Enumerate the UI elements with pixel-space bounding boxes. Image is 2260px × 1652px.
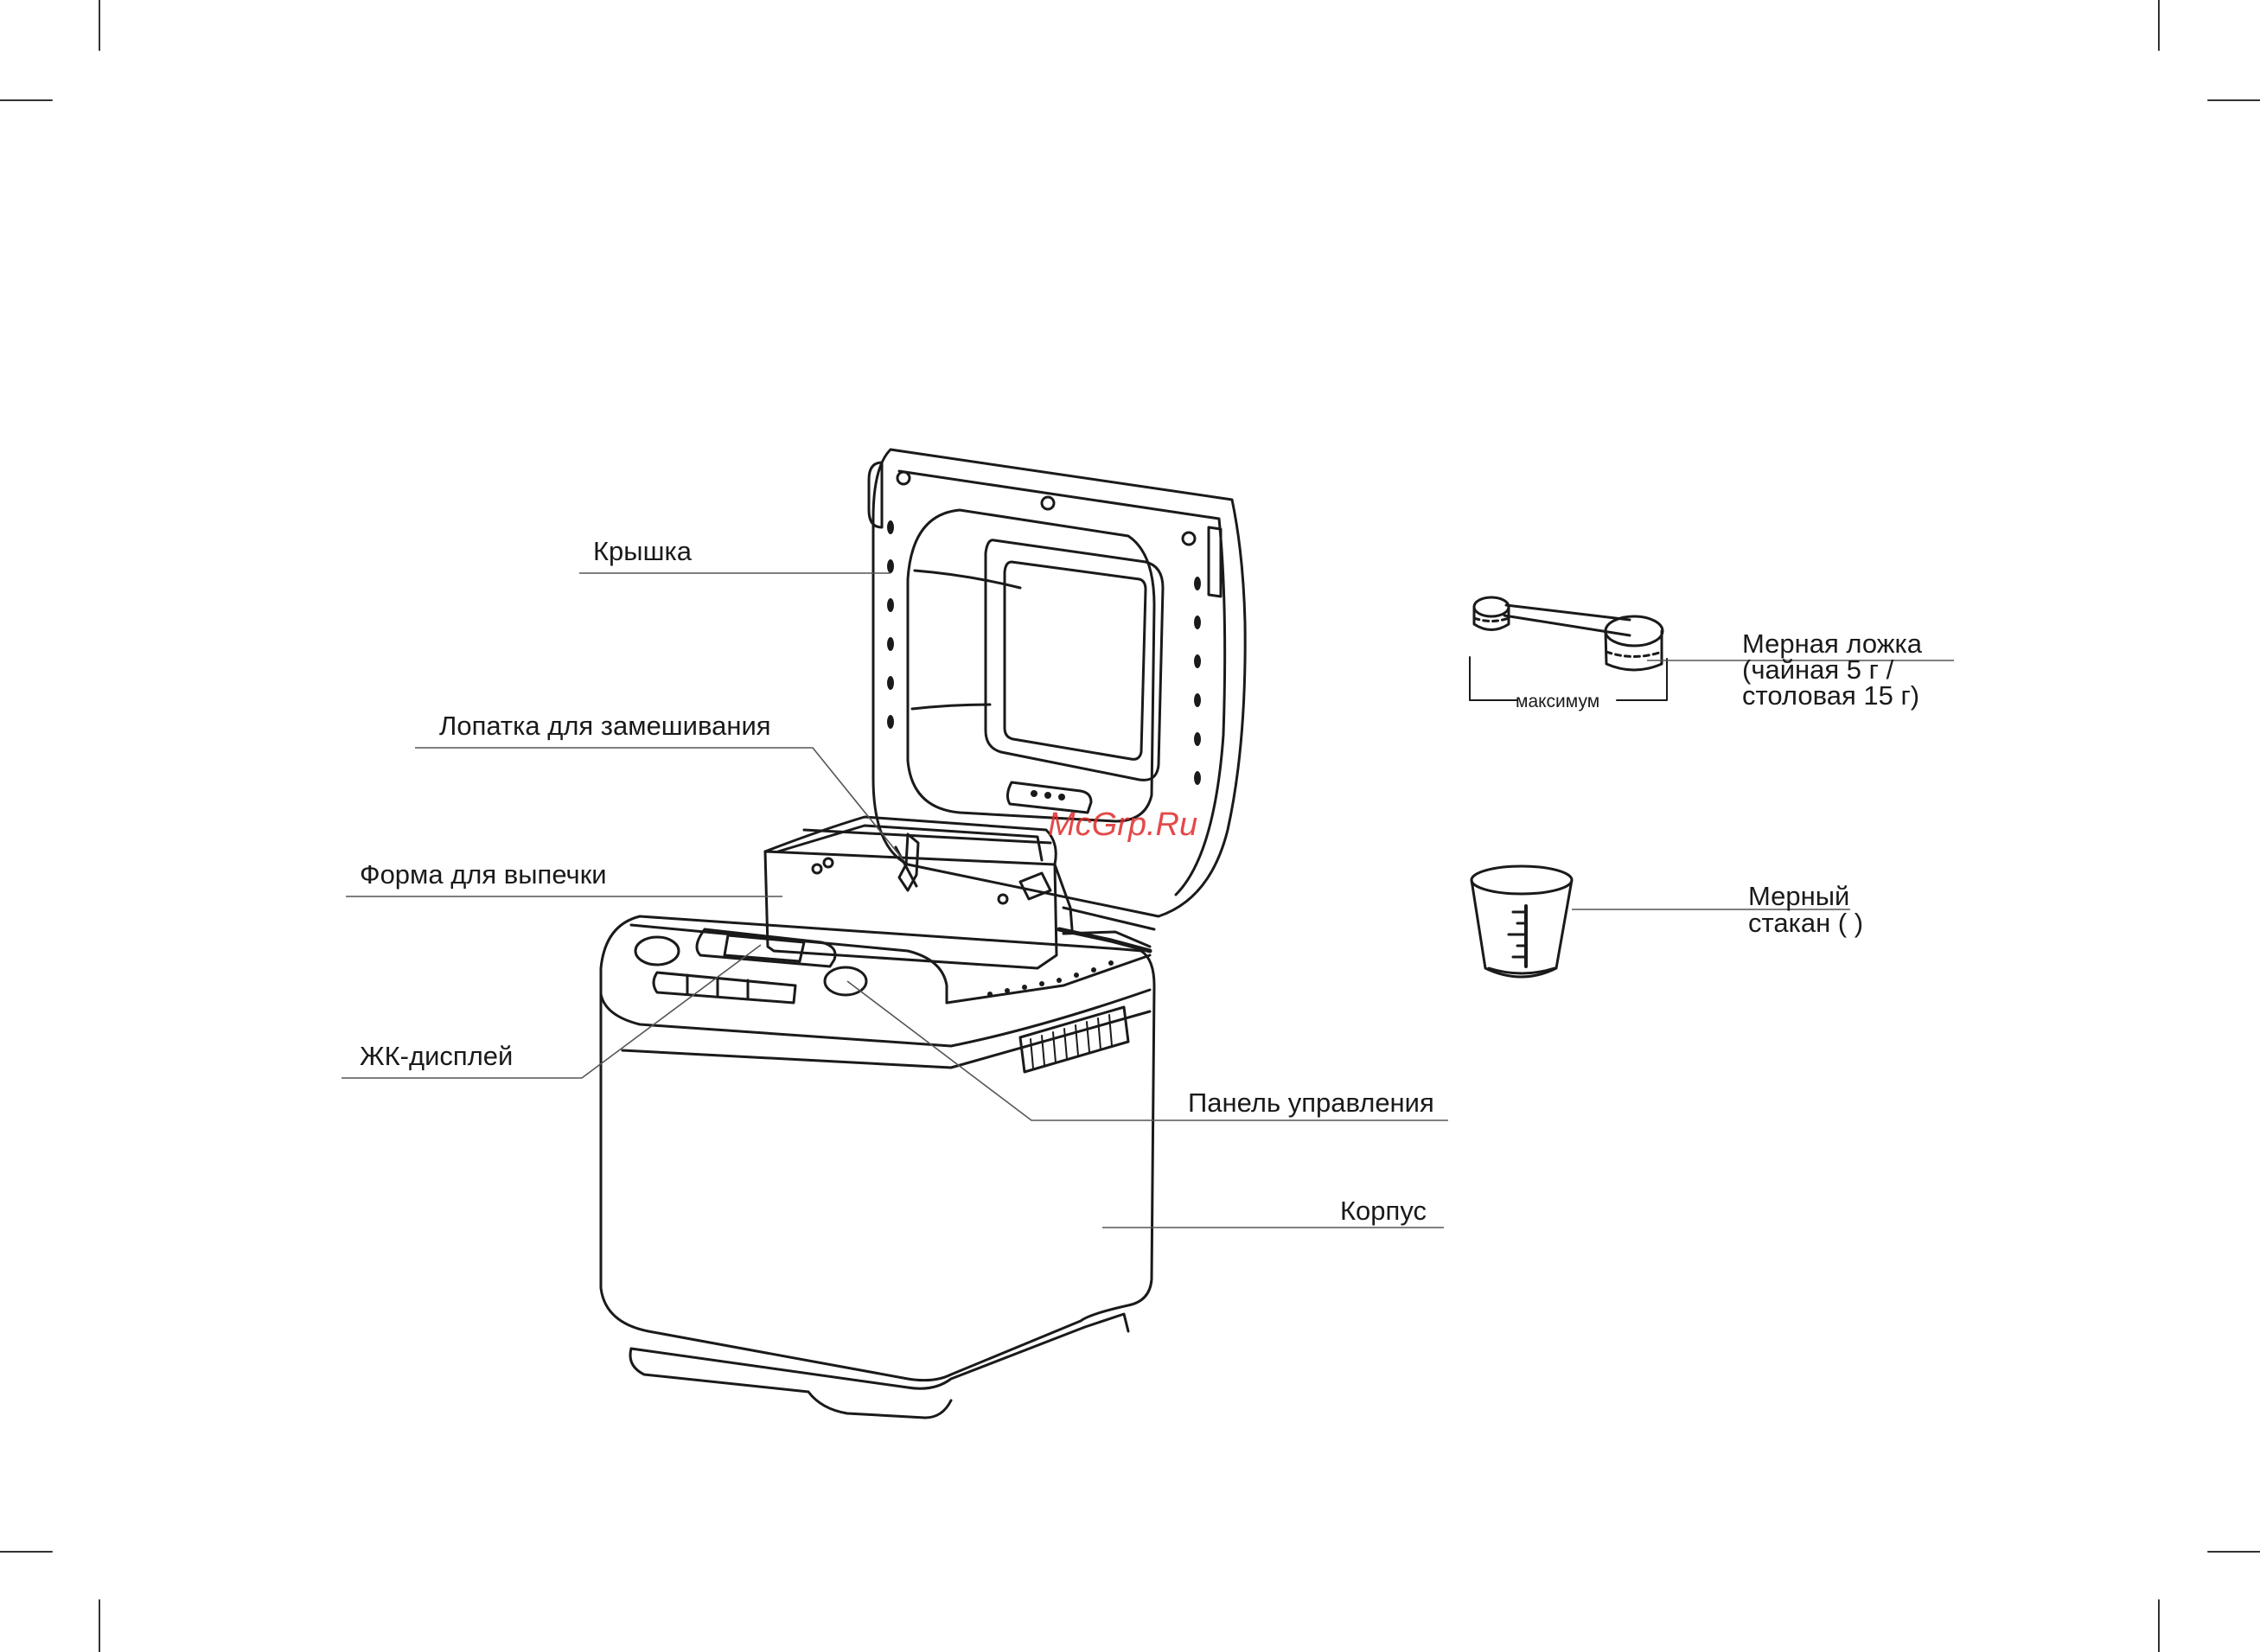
label-lid: Крышка — [593, 536, 692, 567]
label-paddle: Лопатка для замешивания — [439, 711, 771, 742]
label-control-panel: Панель управления — [1188, 1088, 1434, 1119]
label-spoon-line3: столовая 15 г) — [1742, 683, 1919, 708]
body-drawing — [601, 916, 1154, 1418]
label-spoon-line2: (чайная 5 г / — [1742, 657, 1893, 682]
label-spoon-line1: Мерная ложка — [1742, 631, 1922, 656]
label-lcd: ЖК-дисплей — [360, 1041, 513, 1072]
label-cup-line2: стакан ( ) — [1748, 910, 1863, 935]
label-body: Корпус — [1340, 1196, 1427, 1227]
lid-drawing — [869, 450, 1245, 916]
label-cup-line1: Мерный — [1748, 883, 1849, 909]
label-spoon-max: максимум — [1516, 686, 1599, 718]
label-pan: Форма для выпечки — [360, 859, 607, 890]
leader-lines — [342, 573, 1954, 1228]
control-panel-drawing — [635, 929, 866, 1003]
measuring-spoon-drawing — [1470, 597, 1667, 700]
watermark: McGrp.Ru — [1048, 807, 1197, 844]
measuring-cup-drawing — [1472, 866, 1572, 977]
